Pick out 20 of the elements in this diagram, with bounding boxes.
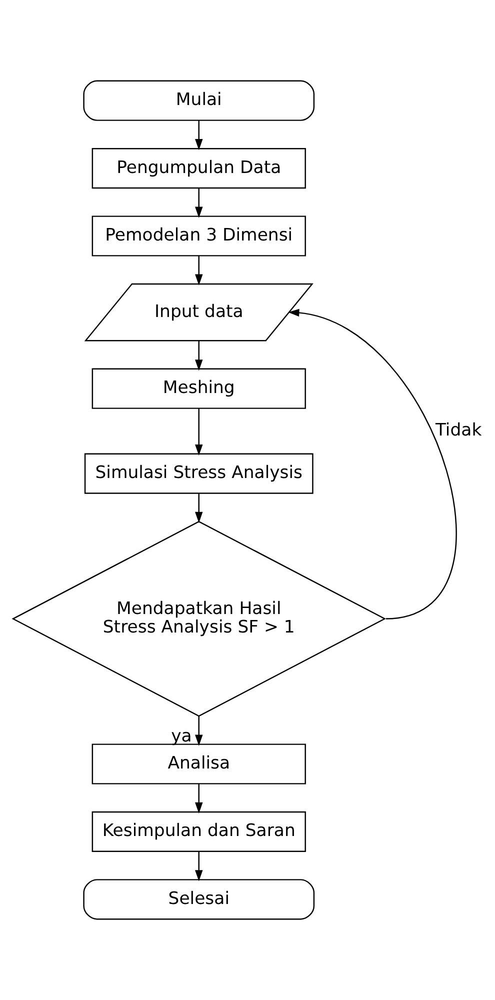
arrow [195, 256, 203, 286]
node-box: Mulai [83, 80, 315, 121]
arrow [195, 408, 203, 456]
node-box: Meshing [92, 368, 306, 409]
edge-label: Tidak [435, 420, 482, 441]
node-box: Selesai [83, 879, 315, 920]
arrow [195, 340, 203, 371]
arrow [195, 851, 203, 882]
arrow [195, 120, 203, 150]
edge-label: ya [171, 726, 192, 746]
arrow [195, 188, 203, 218]
arrow [288, 308, 457, 620]
arrow [195, 493, 203, 523]
node-box: Pengumpulan Data [92, 148, 306, 189]
node-diamond: Mendapatkan Hasil Stress Analysis SF > 1 [12, 520, 386, 717]
arrow [195, 716, 203, 746]
node-box: Kesimpulan dan Saran [92, 811, 306, 852]
node-box: Simulasi Stress Analysis [84, 453, 314, 494]
node-box: Pemodelan 3 Dimensi [92, 216, 306, 256]
arrow [195, 784, 203, 814]
